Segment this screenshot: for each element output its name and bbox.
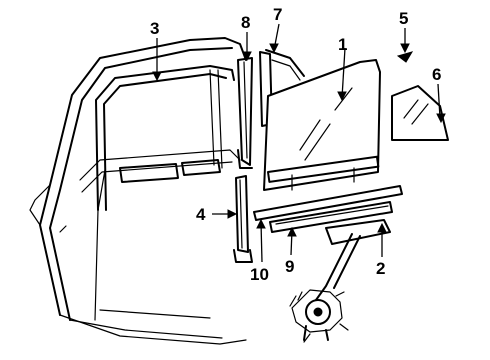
leader-10: [260, 221, 263, 263]
callout-3: 3: [150, 19, 159, 38]
part-5-clip: [396, 51, 414, 63]
callout-2: 2: [376, 259, 385, 278]
part-4-lower-channel: [233, 175, 253, 263]
callout-7: 7: [273, 5, 282, 24]
part-8-division-bar: [237, 57, 253, 169]
part-3-glass-run-channel: [95, 65, 235, 211]
callout-10: 10: [250, 265, 269, 284]
leader-lines: [152, 23, 446, 263]
part-2-window-regulator: [289, 219, 391, 343]
callout-labels: 1 2 3 4 5 6 7 8 9 10: [150, 5, 441, 284]
callout-6: 6: [432, 65, 441, 84]
leader-6: [437, 83, 441, 119]
callout-5: 5: [399, 9, 408, 28]
part-1-door-glass: [263, 59, 381, 191]
callout-9: 9: [285, 257, 294, 276]
callout-4: 4: [196, 205, 206, 224]
part-9-glass-channel: [269, 201, 393, 233]
leader-1: [341, 47, 346, 99]
part-6-quarter-glass: [391, 85, 449, 141]
callout-1: 1: [338, 35, 347, 54]
part-10-seal-strip: [253, 185, 403, 221]
callout-8: 8: [241, 13, 250, 32]
